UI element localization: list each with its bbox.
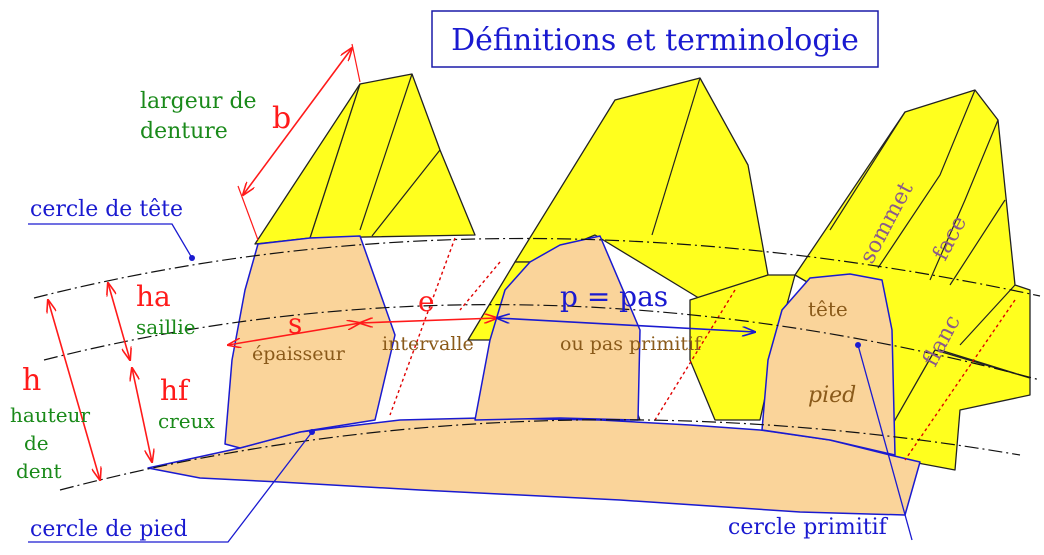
- label-s: s: [288, 307, 302, 340]
- label-ha: ha: [136, 280, 171, 313]
- dimension-h: [48, 300, 100, 480]
- dimension-hf: [132, 368, 152, 462]
- dimension-e: [360, 318, 497, 323]
- label-creux: creux: [158, 409, 215, 433]
- label-de: de: [24, 431, 49, 455]
- dimension-s: [228, 323, 360, 345]
- label-dent: dent: [16, 459, 62, 483]
- leader-cercle-pied: [28, 431, 313, 543]
- dimension-ha: [108, 283, 130, 360]
- label-ou-pas-primitif: ou pas primitif: [560, 333, 703, 355]
- label-e: e: [418, 285, 435, 318]
- title-text: Définitions et terminologie: [451, 23, 859, 58]
- title-box: [431, 10, 879, 68]
- label-cercle-pied: cercle de pied: [30, 517, 188, 542]
- reference-circles: [33, 237, 1041, 491]
- label-b: b: [272, 101, 291, 136]
- label-pied: pied: [808, 383, 856, 408]
- addendum-circle: [33, 237, 1041, 299]
- root-circle: [59, 419, 1021, 491]
- label-p-pas: p = pas: [560, 280, 668, 313]
- label-cercle-tete: cercle de tête: [30, 197, 183, 222]
- tooth-edges: [359, 73, 1016, 346]
- tooth-2-profile: [474, 235, 641, 421]
- label-epaisseur: épaisseur: [252, 343, 346, 365]
- leader-lines: [28, 223, 913, 543]
- dimension-b: [243, 48, 352, 195]
- label-intervalle: intervalle: [382, 333, 474, 355]
- label-denture: denture: [140, 119, 228, 144]
- leader-cercle-primitif: [857, 344, 913, 541]
- label-hauteur: hauteur: [10, 403, 90, 427]
- label-tete: tête: [808, 297, 848, 321]
- pitch-circle: [43, 304, 1041, 381]
- flank-hatching: [389, 237, 1016, 461]
- label-saillie: saillie: [136, 315, 196, 339]
- label-h: h: [22, 363, 41, 398]
- dimension-p: [497, 318, 755, 332]
- label-cercle-primitif: cercle primitif: [728, 515, 889, 540]
- rim-face-3: [874, 349, 1031, 471]
- dimension-lines: [48, 43, 755, 480]
- label-hf: hf: [160, 374, 191, 407]
- tooth-3-profile: [761, 273, 896, 456]
- leader-cercle-tete: [28, 223, 193, 259]
- label-largeur: largeur de: [140, 89, 257, 114]
- tooth-1-top-face: [254, 73, 476, 245]
